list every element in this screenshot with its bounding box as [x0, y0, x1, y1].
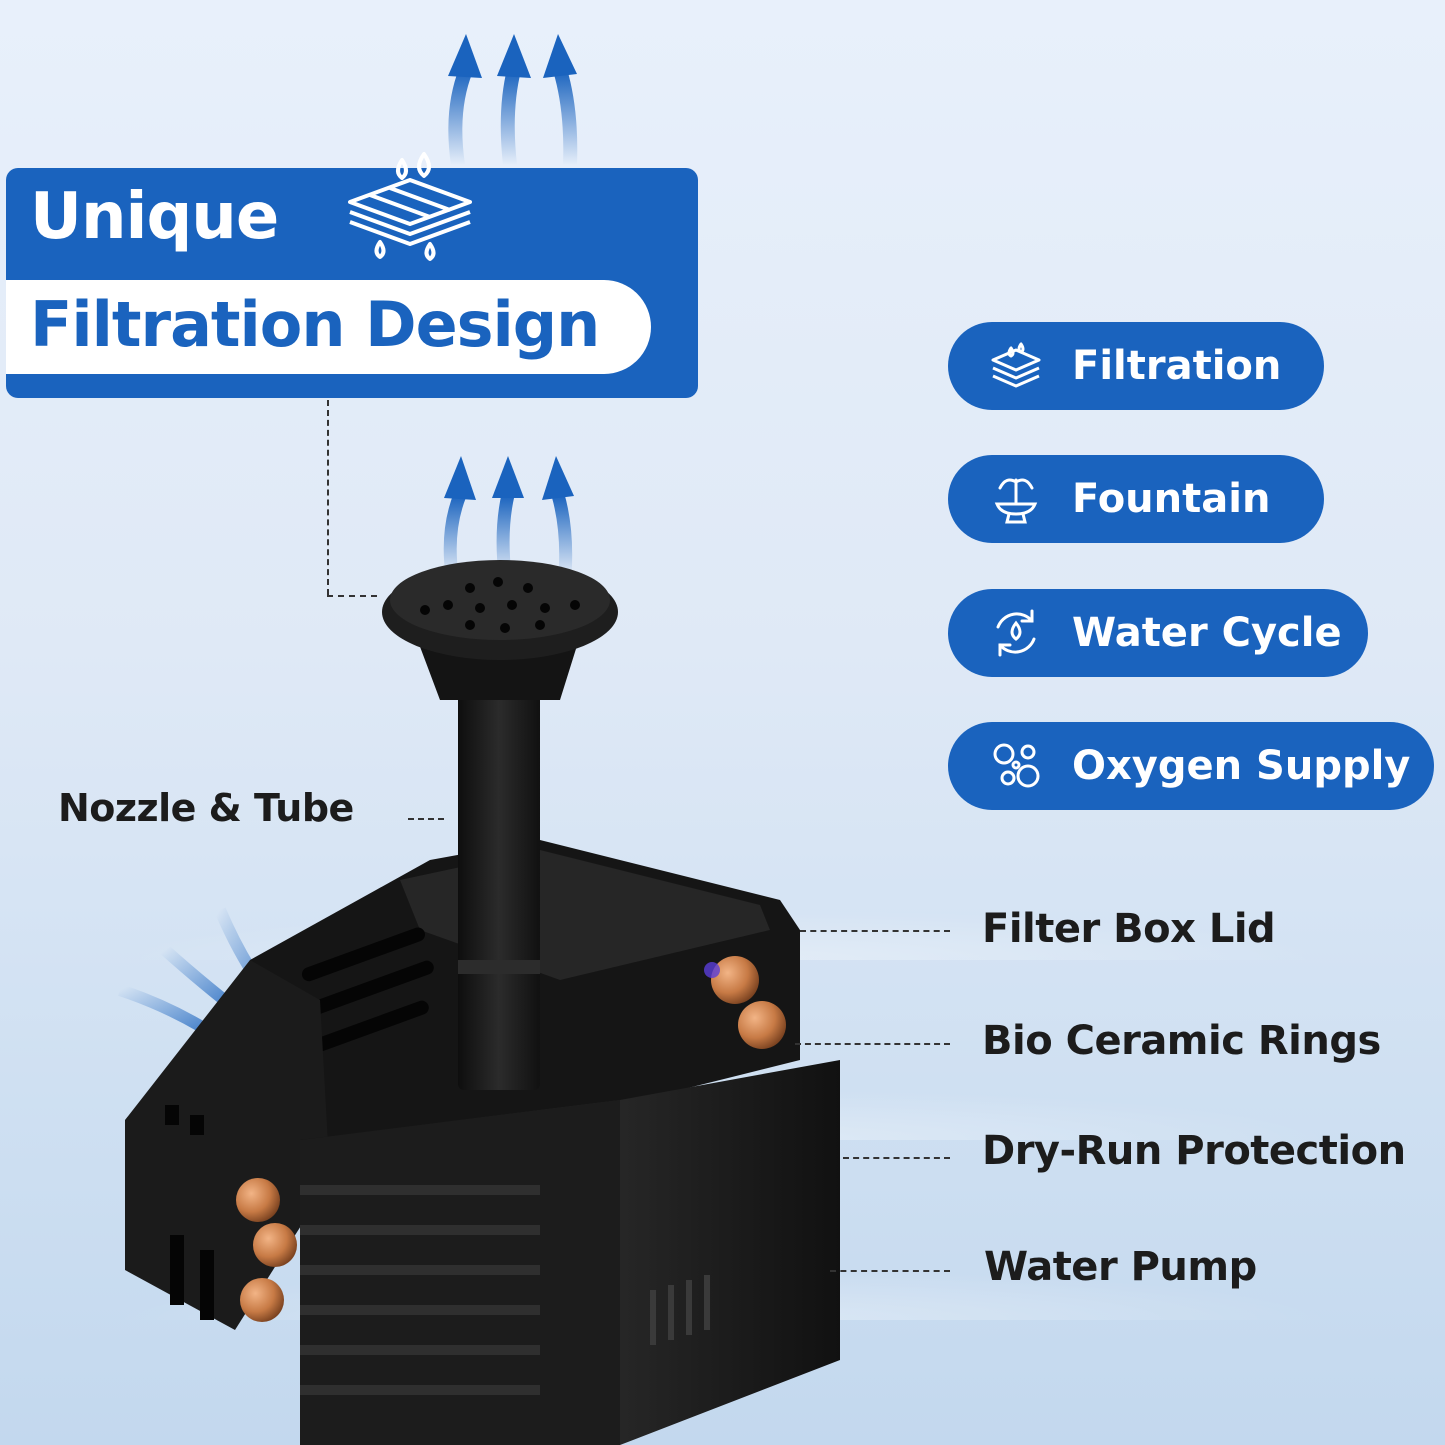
leader-line-nozzle — [408, 818, 444, 820]
feature-label: Fountain — [1072, 476, 1271, 522]
leader-line-lid — [800, 930, 950, 932]
pump-body — [125, 840, 840, 1445]
label-dry-run-protection: Dry-Run Protection — [982, 1128, 1406, 1174]
banner-title-line2: Filtration Design — [30, 288, 600, 361]
feature-filtration: Filtration — [948, 322, 1324, 410]
label-water-pump: Water Pump — [984, 1244, 1257, 1290]
flow-arrows-top — [448, 34, 578, 167]
feature-label: Filtration — [1072, 343, 1282, 389]
water-cycle-icon — [988, 605, 1044, 661]
leader-line-banner — [327, 400, 329, 595]
banner-title-line1: Unique — [30, 180, 279, 254]
feature-water-cycle: Water Cycle — [948, 589, 1368, 677]
feature-fountain: Fountain — [948, 455, 1324, 543]
label-filter-box-lid: Filter Box Lid — [982, 906, 1276, 952]
leader-line-pump — [830, 1270, 950, 1272]
banner-subtitle-pill — [6, 280, 651, 374]
fountain-icon — [988, 471, 1044, 527]
leader-line-dryrun — [843, 1157, 950, 1159]
feature-label: Water Cycle — [1072, 610, 1342, 656]
feature-oxygen-supply: Oxygen Supply — [948, 722, 1434, 810]
flow-arrows-nozzle — [443, 456, 574, 576]
label-nozzle-tube: Nozzle & Tube — [58, 786, 354, 830]
label-bio-ceramic-rings: Bio Ceramic Rings — [982, 1018, 1381, 1064]
feature-label: Oxygen Supply — [1072, 743, 1411, 789]
bubbles-icon — [988, 738, 1044, 794]
nozzle-and-tube — [382, 560, 618, 1090]
leader-line-banner-h — [327, 595, 377, 597]
filter-layers-icon — [988, 338, 1044, 394]
leader-line-rings — [795, 1043, 950, 1045]
filter-layers-icon — [348, 152, 472, 261]
